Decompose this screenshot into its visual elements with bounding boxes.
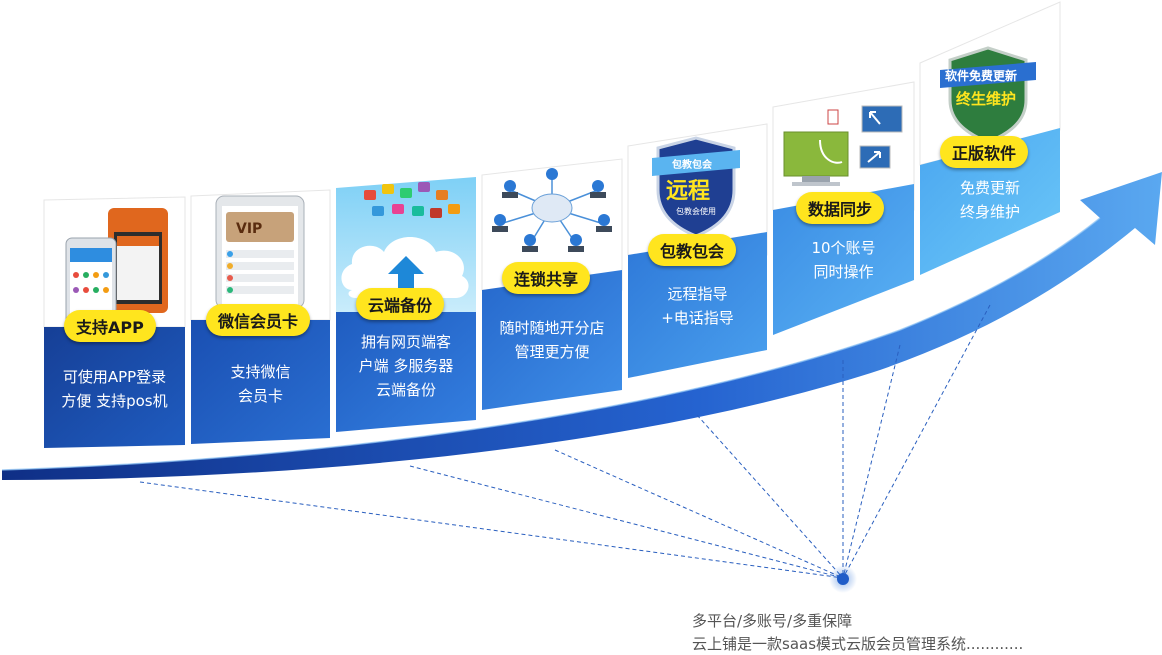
feature-desc-chain: 随时随地开分店 管理更方便	[482, 316, 622, 364]
feature-badge-chain: 连锁共享	[502, 262, 591, 294]
desc-line: 支持微信	[230, 363, 291, 381]
feature-desc-wechat: 支持微信 会员卡	[191, 360, 330, 408]
desc-line: 会员卡	[237, 387, 283, 405]
shield-sub-text: 包教会使用	[676, 206, 716, 216]
desc-line: 免费更新	[959, 179, 1020, 197]
footer-line-2: 云上铺是一款saas模式云版会员管理系统............	[692, 635, 1024, 653]
monitor-sync-icon	[783, 105, 903, 186]
feature-desc-cloud: 拥有网页端客 户端 多服务器 云端备份	[336, 330, 476, 402]
desc-line: 远程指导	[667, 285, 728, 303]
feature-badge-app: 支持APP	[64, 310, 156, 342]
desc-line: 终身维护	[959, 203, 1020, 221]
desc-line: 拥有网页端客	[360, 333, 451, 351]
feature-badge-cloud: 云端备份	[356, 288, 445, 320]
feature-badge-wechat: 微信会员卡	[206, 304, 311, 336]
shield-main-text: 远程	[666, 179, 710, 204]
dashed-connectors	[139, 304, 991, 579]
desc-line: 可使用APP登录	[62, 368, 167, 386]
desc-line: 管理更方便	[514, 343, 590, 361]
footer-line-1: 多平台/多账号/多重保障	[692, 612, 853, 630]
feature-desc-app: 可使用APP登录 方便 支持pos机	[44, 365, 185, 413]
desc-line: 方便 支持pos机	[61, 392, 168, 410]
feature-desc-teach: 远程指导 +电话指导	[628, 282, 767, 330]
wechat-vip-phone-image: VIP	[215, 195, 305, 309]
network-people-icon	[492, 168, 612, 252]
desc-line: 户端 多服务器	[358, 357, 454, 375]
shield2-top-text: 软件免费更新	[945, 68, 1017, 83]
card-4	[481, 158, 623, 410]
svg-text:VIP: VIP	[236, 221, 262, 237]
focus-dot	[837, 573, 849, 585]
feature-badge-genuine: 正版软件	[940, 136, 1029, 168]
desc-line: 10个账号	[811, 239, 876, 257]
pos-phone-image	[65, 208, 168, 331]
desc-line: 云端备份	[375, 381, 436, 399]
desc-line: +电话指导	[661, 309, 734, 327]
shield-update-icon: 软件免费更新 终生维护	[940, 46, 1036, 144]
desc-line: 同时操作	[813, 263, 874, 281]
shield2-main-text: 终生维护	[956, 90, 1016, 108]
cloud-upload-icon	[341, 182, 469, 298]
shield-top-text: 包教包会	[672, 158, 712, 171]
feature-badge-sync: 数据同步	[796, 192, 885, 224]
growth-arrow	[1, 172, 1162, 480]
feature-desc-sync: 10个账号 同时操作	[773, 236, 914, 284]
desc-line: 随时随地开分店	[499, 319, 605, 337]
feature-badge-teach: 包教包会	[648, 234, 737, 266]
feature-desc-genuine: 免费更新 终身维护	[920, 176, 1060, 224]
